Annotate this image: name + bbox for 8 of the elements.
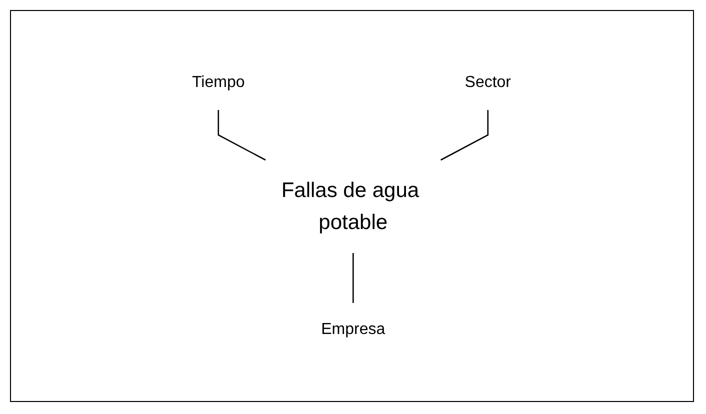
node-text: Fallas de agua potable xyxy=(282,178,420,233)
node-text: Empresa xyxy=(322,320,386,338)
diagram-frame: Tiempo Sector Fallas de agua potable Empresa xyxy=(10,10,694,402)
connector xyxy=(440,110,490,160)
node-text: Tiempo xyxy=(192,74,246,90)
connector xyxy=(352,252,354,302)
connector xyxy=(218,110,266,160)
node-text: Sector xyxy=(465,74,512,90)
